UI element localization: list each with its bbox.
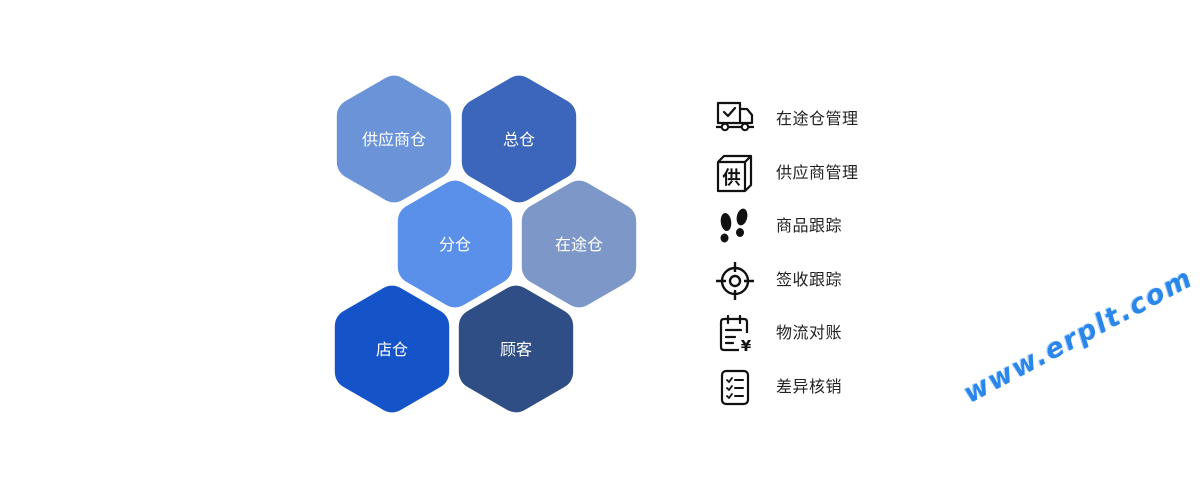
hexagon-label: 顾客 <box>500 340 532 359</box>
hexagon-shape <box>521 180 637 308</box>
hexagon-shape <box>458 285 574 413</box>
feature-label: 物流对账 <box>776 323 843 342</box>
feature-item-product-tracking: 商品跟踪 <box>715 207 1015 261</box>
hexagon-label: 供应商仓 <box>362 130 426 149</box>
hexagon-customer: 顾客 <box>458 285 574 413</box>
feature-item-receipt-tracking: 签收跟踪 <box>715 261 1015 315</box>
footprints-icon <box>715 207 755 247</box>
hexagon-supplier-warehouse: 供应商仓 <box>336 75 452 203</box>
checklist-icon <box>715 368 755 408</box>
feature-label: 商品跟踪 <box>776 216 843 235</box>
hexagon-label: 在途仓 <box>555 235 603 254</box>
feature-item-variance-writeoff: 差异核销 <box>715 368 1015 422</box>
calendar-yen-icon: ¥ <box>715 314 755 354</box>
supplier-glyph: 供 <box>722 167 741 189</box>
feature-label: 供应商管理 <box>776 162 859 182</box>
hexagon-shape <box>461 75 577 203</box>
hexagon-shape <box>397 180 513 308</box>
hexagon-shape <box>336 75 452 203</box>
hexagon-branch-warehouse: 分仓 <box>397 180 513 308</box>
feature-item-in-transit-management: 在途仓管理 <box>715 100 1015 154</box>
feature-label: 签收跟踪 <box>776 269 843 289</box>
delivery-truck-check-icon <box>715 100 755 140</box>
hexagon-shape <box>334 285 450 413</box>
crosshair-target-icon <box>715 261 755 301</box>
supplier-box-icon: 供 <box>715 154 755 194</box>
feature-list: 在途仓管理 供 供应商管理 商 <box>715 100 1015 421</box>
hexagon-in-transit-warehouse: 在途仓 <box>521 180 637 308</box>
yen-glyph: ¥ <box>741 337 752 354</box>
hexagon-label: 分仓 <box>439 235 471 254</box>
feature-label: 在途仓管理 <box>776 109 859 128</box>
hexagon-label: 店仓 <box>376 340 408 359</box>
hexagon-label: 总仓 <box>503 130 535 149</box>
feature-item-supplier-management: 供 供应商管理 <box>715 154 1015 208</box>
hexagon-main-warehouse: 总仓 <box>461 75 577 203</box>
hexagon-store-warehouse: 店仓 <box>334 285 450 413</box>
feature-label: 差异核销 <box>776 376 843 396</box>
feature-item-logistics-reconciliation: ¥ 物流对账 <box>715 314 1015 368</box>
